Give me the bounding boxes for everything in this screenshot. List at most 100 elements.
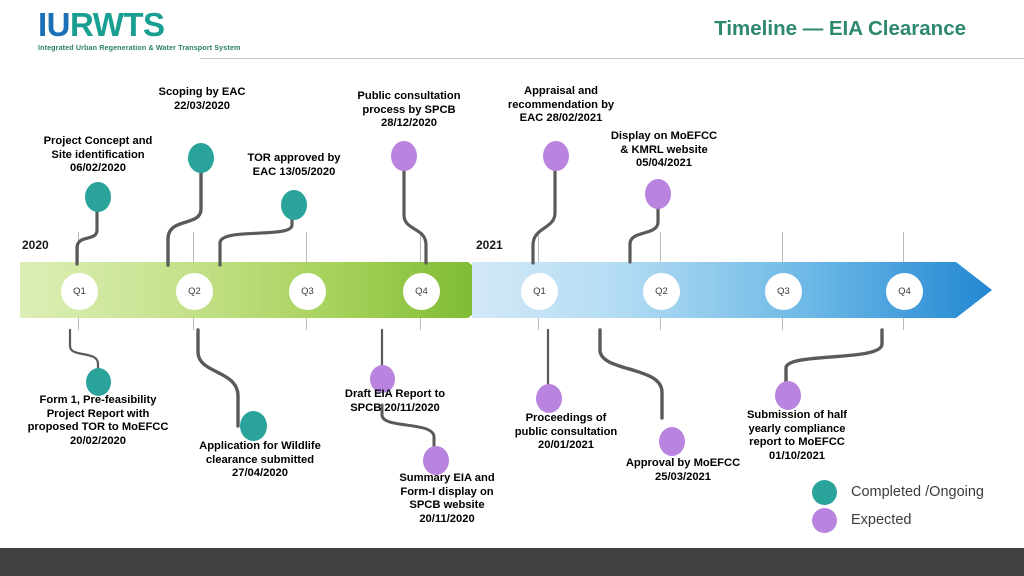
connector-project-concept [55,196,115,266]
logo-letters-rwts: RWTS [70,6,165,43]
label-line: Appraisal and [524,85,598,97]
quarter-marker-2021-q2[interactable]: Q2 [643,273,680,310]
quarter-marker-2020-q3[interactable]: Q3 [289,273,326,310]
quarter-marker-2021-q3[interactable]: Q3 [765,273,802,310]
label-line: 01/10/2021 [769,449,825,462]
label-line: proposed TOR to MoEFCC [27,421,169,434]
legend-row-expected: Expected [812,506,984,534]
milestone-dot-scoping-eac[interactable] [188,143,214,173]
header-divider [200,58,1024,59]
logo: IURWTS Integrated Urban Regeneration & W… [38,6,298,53]
legend-swatch-expected [812,507,837,533]
milestone-dot-form1-prefeasibility[interactable] [86,368,111,396]
connector-form1-prefeasibility [64,328,114,384]
milestone-dot-appraisal-recommendation[interactable] [543,141,569,171]
milestone-dot-tor-approved[interactable] [281,190,307,220]
label-line: Draft EIA Report to [344,388,446,400]
label-line: 20/01/2021 [538,439,594,452]
tick-below-2021-q4 [903,318,904,330]
logo-letter-i: I [38,6,47,43]
tick-below-2021-q1 [538,318,539,330]
label-line: SPCB website [409,499,485,512]
connector-public-consultation-spcb [384,163,440,265]
label-line: 05/04/2021 [636,157,692,170]
label-line: EAC 28/02/2021 [519,112,603,125]
connector-wildlife-clearance [180,328,260,428]
tick-2021-q3 [782,232,783,262]
tick-below-2021-q3 [782,318,783,330]
tick-below-2020-q4 [420,318,421,330]
milestone-dot-project-concept[interactable] [85,182,111,212]
tick-below-2020-q3 [306,318,307,330]
tick-below-2021-q2 [660,318,661,330]
milestone-label-form1-prefeasibility: Form 1, Pre-feasibility Project Report w… [3,394,193,448]
connector-scoping-eac [148,165,218,267]
label-line: 28/12/2020 [381,117,437,130]
milestone-dot-draft-eia-report[interactable] [370,365,395,393]
milestone-label-approval-moefcc: Approval by MoEFCC 25/03/2021 [600,457,766,484]
logo-letter-u: U [46,6,71,43]
label-line: Project Report with [46,407,150,420]
tick-2020-q4 [420,232,421,262]
connector-appraisal-recommendation [519,163,575,265]
milestone-dot-display-moefcc-kmrl[interactable] [645,179,671,209]
quarter-marker-2020-q4[interactable]: Q4 [403,273,440,310]
quarter-marker-2020-q2[interactable]: Q2 [176,273,213,310]
milestone-label-half-yearly-compliance: Submission of half yearly compliance rep… [714,409,880,463]
tick-below-2020-q1 [78,318,79,330]
label-line: & KMRL website [620,143,708,156]
legend-swatch-completed [812,479,837,505]
legend-label-expected: Expected [851,512,912,528]
quarter-marker-2021-q1[interactable]: Q1 [521,273,558,310]
footer-bar [0,548,1024,576]
label-line: 27/04/2020 [232,467,288,480]
milestone-dot-approval-moefcc[interactable] [659,427,685,456]
quarter-marker-2021-q4[interactable]: Q4 [886,273,923,310]
milestone-dot-wildlife-clearance[interactable] [240,411,267,441]
tick-below-2020-q2 [193,318,194,330]
milestone-label-tor-approved: TOR approved by EAC 13/05/2020 [214,152,374,179]
label-line: public consultation [514,425,618,438]
tick-2021-q1 [538,232,539,262]
milestone-dot-proceedings-public-consultation[interactable] [536,384,562,413]
connector-proceedings-public-consultation [534,328,574,386]
label-line: Scoping by EAC [158,86,246,98]
year-label-2020: 2020 [22,238,49,252]
milestone-label-project-concept: Project Concept and Site identification … [8,135,188,176]
label-line: Form-I display on [400,485,494,498]
label-line: Application for Wildlife [199,440,321,452]
connector-approval-moefcc [592,328,682,420]
label-line: 20/11/2020 [419,512,475,525]
legend-label-completed: Completed /Ongoing [851,484,984,500]
milestone-dot-public-consultation-spcb[interactable] [391,141,417,171]
label-line: Public consultation [357,90,461,102]
connector-summary-eia-form1 [376,403,456,459]
tick-2020-q2 [193,232,194,262]
milestone-dot-summary-eia-form1[interactable] [423,446,449,475]
milestone-label-proceedings-public-consultation: Proceedings of public consultation 20/01… [487,412,645,453]
connector-half-yearly-compliance [764,328,894,388]
tick-2021-q4 [903,232,904,262]
tick-2020-q3 [306,232,307,262]
legend-row-completed: Completed /Ongoing [812,478,984,506]
label-line: 20/02/2020 [70,434,126,447]
quarter-marker-2020-q1[interactable]: Q1 [61,273,98,310]
label-line: Submission of half [746,409,848,421]
label-line: Approval by MoEFCC [625,457,741,469]
connector-display-moefcc-kmrl [616,194,672,264]
milestone-label-draft-eia-report: Draft EIA Report to SPCB 20/11/2020 [322,388,468,415]
label-line: EAC 13/05/2020 [252,165,336,178]
label-line: TOR approved by [247,152,341,164]
milestone-label-display-moefcc-kmrl: Display on MoEFCC & KMRL website 05/04/2… [579,130,749,171]
connector-draft-eia-report [368,328,408,372]
logo-tagline: Integrated Urban Regeneration & Water Tr… [38,43,241,52]
label-line: clearance submitted [205,453,315,466]
milestone-dot-half-yearly-compliance[interactable] [775,381,801,410]
label-line: report to MoEFCC [749,436,845,449]
legend: Completed /Ongoing Expected [812,478,984,534]
label-line: Summary EIA and [399,472,495,484]
connector-tor-approved [206,201,302,267]
label-line: SPCB 20/11/2020 [350,401,440,414]
label-line: yearly compliance [748,422,846,435]
label-line: 25/03/2021 [655,470,711,483]
